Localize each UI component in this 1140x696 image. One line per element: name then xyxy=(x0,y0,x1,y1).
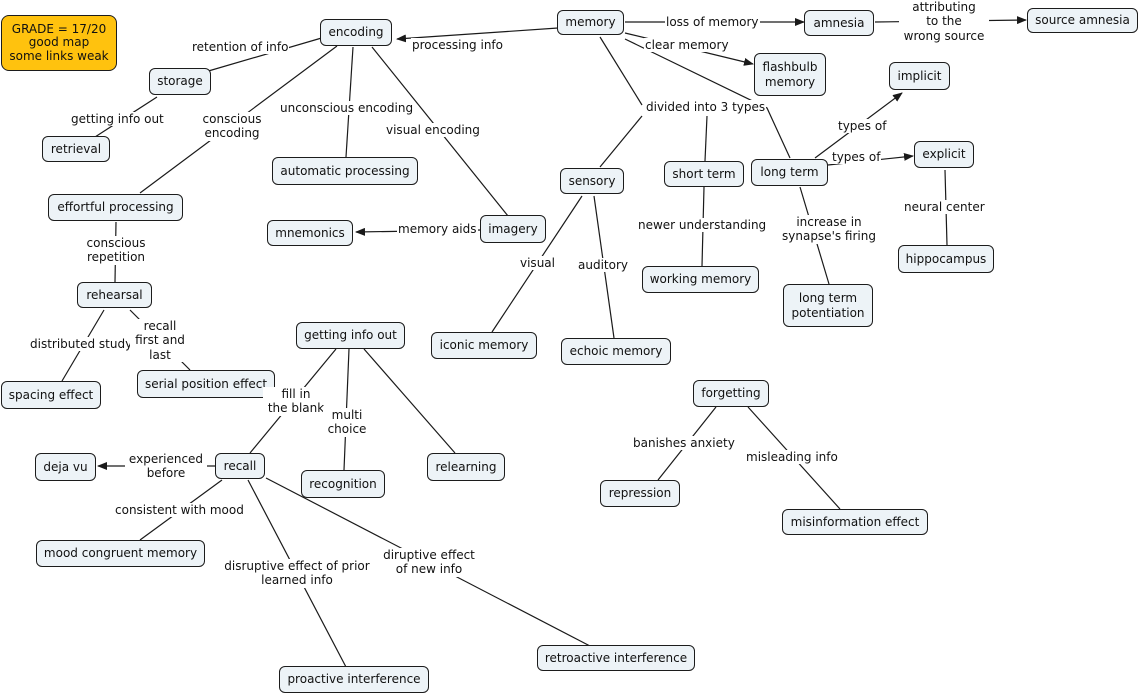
link-label-misleading-info: misleading info xyxy=(745,450,839,465)
concept-recall[interactable]: recall xyxy=(215,453,265,479)
link-label-processing-info: processing info xyxy=(411,38,504,53)
link-label-increase-in-synapse-firing: increase in synapse's firing xyxy=(778,215,880,244)
link-divided-short-term xyxy=(704,115,708,162)
link-label-memory-aids: memory aids xyxy=(397,222,478,237)
concept-flashbulb-memory[interactable]: flashbulb memory xyxy=(754,53,826,96)
link-label-fill-in-the-blank: fill in the blank xyxy=(263,387,329,416)
concept-storage[interactable]: storage xyxy=(149,68,211,95)
concept-sensory[interactable]: sensory xyxy=(560,168,624,194)
link-label-getting-info-out: getting info out xyxy=(70,112,165,127)
link-label-banishes-anxiety: banishes anxiety xyxy=(632,436,736,451)
link-label-unconscious-encoding: unconscious encoding xyxy=(279,101,415,116)
link-gio-relearning xyxy=(363,348,456,454)
link-label-experienced-before: experienced before xyxy=(125,452,207,481)
concept-working-memory[interactable]: working memory xyxy=(642,266,759,293)
concept-long-term[interactable]: long term xyxy=(751,159,828,186)
concept-short-term[interactable]: short term xyxy=(664,161,744,187)
concept-hippocampus[interactable]: hippocampus xyxy=(898,245,994,273)
concept-retrieval[interactable]: retrieval xyxy=(42,136,110,162)
link-label-visual: visual xyxy=(519,256,556,271)
concept-explicit[interactable]: explicit xyxy=(914,141,974,168)
link-label-conscious-encoding: conscious encoding xyxy=(198,112,266,141)
concept-recognition[interactable]: recognition xyxy=(301,470,385,498)
concept-getting-info-out[interactable]: getting info out xyxy=(296,322,405,349)
concept-effortful-processing[interactable]: effortful processing xyxy=(48,194,183,221)
link-label-neural-center: neural center xyxy=(903,200,986,215)
link-encoding-storage xyxy=(204,36,326,73)
grade-box: GRADE = 17/20 good map some links weak xyxy=(1,15,117,71)
concept-serial-position-effect[interactable]: serial position effect xyxy=(137,370,275,398)
link-label-visual-encoding: visual encoding xyxy=(385,123,481,138)
concept-memory[interactable]: memory xyxy=(557,10,624,35)
link-label-types-of-implicit: types of xyxy=(837,119,888,134)
link-label-diruptive-new: diruptive effect of new info xyxy=(380,548,478,577)
concept-forgetting[interactable]: forgetting xyxy=(693,380,769,407)
link-divided-sensory xyxy=(599,115,643,168)
link-memory-encoding xyxy=(396,27,559,43)
link-label-disruptive-prior: disruptive effect of prior learned info xyxy=(220,559,374,588)
concept-spacing-effect[interactable]: spacing effect xyxy=(1,381,101,409)
concept-implicit[interactable]: implicit xyxy=(889,62,950,90)
concept-proactive-interference[interactable]: proactive interference xyxy=(279,666,429,693)
concept-echoic-memory[interactable]: echoic memory xyxy=(561,338,671,365)
link-label-divided-into-3-types: divided into 3 types xyxy=(645,100,767,115)
link-label-retention-of-info: retention of info xyxy=(191,40,290,55)
concept-rehearsal[interactable]: rehearsal xyxy=(77,282,152,308)
link-label-newer-understanding: newer understanding xyxy=(637,218,768,233)
link-label-multi-choice: multi choice xyxy=(323,408,371,437)
concept-amnesia[interactable]: amnesia xyxy=(804,10,874,36)
concept-source-amnesia[interactable]: source amnesia xyxy=(1027,8,1138,33)
concept-long-term-potentiation[interactable]: long term potentiation xyxy=(783,284,873,327)
link-label-types-of-explicit: types of xyxy=(831,150,882,165)
concept-deja-vu[interactable]: deja vu xyxy=(35,453,96,481)
link-label-loss-of-memory: loss of memory xyxy=(665,15,760,30)
link-label-distributed-study: distributed study xyxy=(29,337,134,352)
concept-iconic-memory[interactable]: iconic memory xyxy=(431,332,537,359)
concept-misinformation-effect[interactable]: misinformation effect xyxy=(782,509,928,535)
concept-automatic-processing[interactable]: automatic processing xyxy=(272,157,418,185)
link-label-attributing: attributing to the wrong source xyxy=(899,0,989,44)
link-memory-long-term xyxy=(624,38,791,159)
concept-mood-congruent-memory[interactable]: mood congruent memory xyxy=(36,540,205,567)
link-label-conscious-repetition: conscious repetition xyxy=(82,236,150,265)
link-memory-divided xyxy=(599,36,643,106)
concept-mnemonics[interactable]: mnemonics xyxy=(267,220,353,246)
concept-relearning[interactable]: relearning xyxy=(427,453,505,481)
concept-imagery[interactable]: imagery xyxy=(480,215,546,243)
link-label-clear-memory: clear memory xyxy=(644,38,730,53)
link-label-recall-first-and-last: recall first and last xyxy=(130,319,190,363)
concept-repression[interactable]: repression xyxy=(600,480,680,507)
concept-retroactive-interference[interactable]: retroactive interference xyxy=(537,645,695,671)
link-label-auditory: auditory xyxy=(577,258,629,273)
concept-encoding[interactable]: encoding xyxy=(320,19,392,46)
link-label-consistent-with-mood: consistent with mood xyxy=(114,503,245,518)
